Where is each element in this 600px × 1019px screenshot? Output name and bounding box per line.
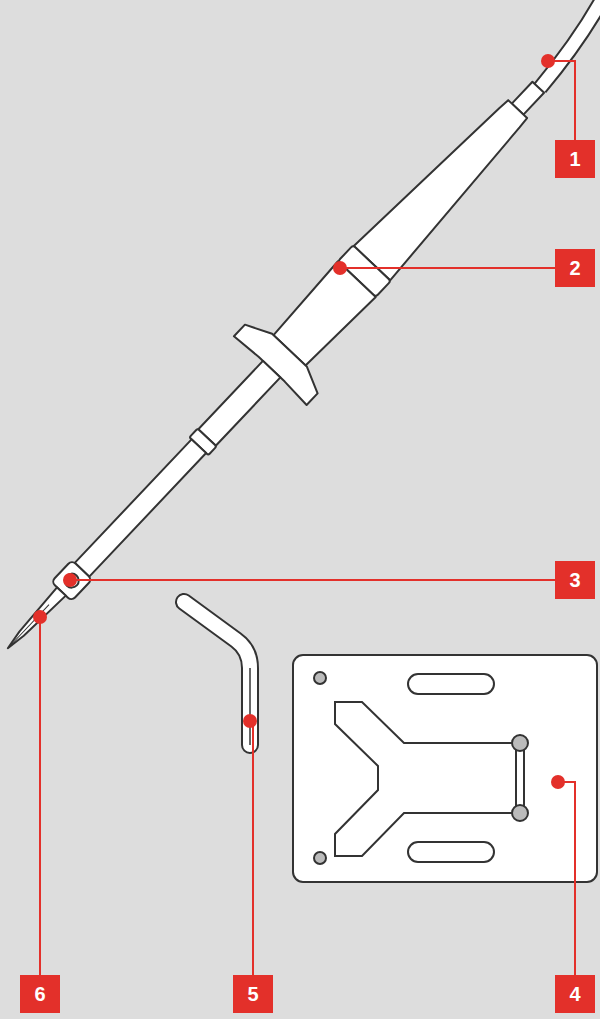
slot (408, 674, 494, 694)
callout-box: 4 (555, 975, 595, 1013)
bar (516, 743, 524, 813)
leader-line (340, 267, 555, 269)
callout-box: 5 (233, 975, 273, 1013)
soldering-tip (3, 587, 65, 652)
plate (293, 655, 597, 882)
leader-lines (40, 61, 575, 975)
leader-line (558, 782, 575, 975)
callout-number: 4 (569, 984, 580, 1004)
callout-box: 3 (555, 561, 595, 599)
iron-body (0, 53, 575, 683)
leader-dots (33, 54, 565, 789)
soldering-iron (0, 0, 600, 683)
rivet (512, 805, 528, 821)
mount-hole (314, 852, 326, 864)
tool (184, 602, 250, 745)
leader-line (70, 579, 555, 581)
leader-dot (33, 610, 47, 624)
leader-dot (551, 775, 565, 789)
callout-number: 3 (569, 570, 580, 590)
tool-groove (249, 668, 251, 745)
callout-box: 2 (555, 249, 595, 287)
leader-dot (541, 54, 555, 68)
tip-tool (184, 602, 250, 745)
cable (540, 0, 600, 88)
leader-line (250, 721, 253, 975)
leader-dot (63, 573, 77, 587)
shaft-front (75, 439, 206, 576)
tip-edge (9, 605, 49, 647)
leader-line (39, 617, 41, 975)
callout-number: 5 (247, 984, 258, 1004)
shaft-rear (198, 361, 280, 446)
callout-number: 6 (34, 984, 45, 1004)
slot (408, 842, 494, 862)
leader-dot (333, 261, 347, 275)
tool-outline (184, 602, 250, 745)
callout-number: 1 (569, 149, 580, 169)
callout-number: 2 (569, 258, 580, 278)
iron-stand-plate (293, 655, 597, 882)
callout-box: 1 (555, 140, 595, 178)
mount-hole (314, 672, 326, 684)
rivet (512, 735, 528, 751)
y-cutout (335, 702, 520, 856)
callout-box: 6 (20, 975, 60, 1013)
cable-outline (540, 0, 600, 88)
leader-dot (243, 714, 257, 728)
leader-line (548, 61, 575, 140)
rear-handle (354, 92, 536, 280)
